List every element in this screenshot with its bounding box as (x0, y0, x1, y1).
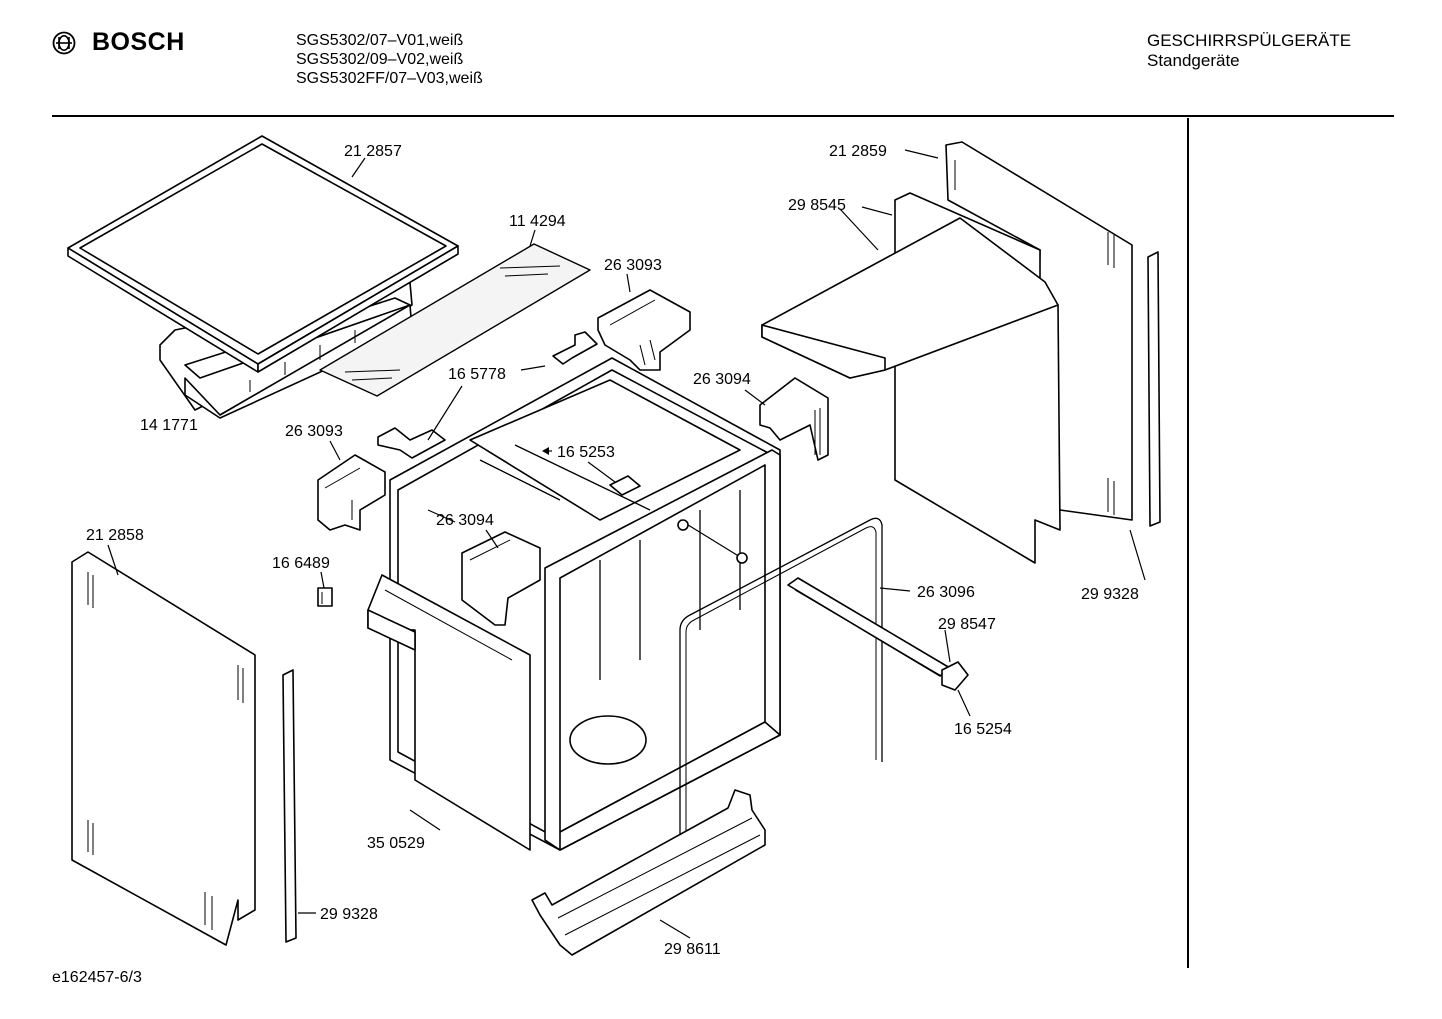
category-block: GESCHIRRSPÜLGERÄTE Standgeräte (1147, 31, 1351, 71)
part-label: 26 3096 (917, 584, 975, 601)
part-label: 29 8547 (938, 616, 996, 633)
part-plinth (531, 789, 766, 956)
part-labels: 21 2857 11 4294 26 3093 16 5778 14 1771 … (86, 143, 1139, 958)
part-label: 29 9328 (1081, 586, 1139, 603)
part-worktop-cover (67, 135, 459, 419)
part-label: 11 4294 (509, 213, 566, 230)
part-clip-small (317, 587, 333, 607)
part-mounting-plate-small (552, 331, 598, 365)
part-rail (787, 577, 969, 691)
brand-name: BOSCH (92, 28, 185, 56)
part-insulation-mat (319, 243, 591, 397)
part-label: 21 2859 (829, 143, 887, 160)
part-label: 21 2858 (86, 527, 144, 544)
part-door-seal (679, 517, 883, 878)
brand-header: BOSCH (52, 28, 185, 57)
model-line: SGS5302/07–V01,weiß (296, 32, 464, 49)
arrow-marker (542, 447, 549, 455)
part-label: 14 1771 (140, 417, 198, 434)
category-title: GESCHIRRSPÜLGERÄTE (1147, 31, 1352, 50)
part-label: 16 5778 (448, 366, 506, 383)
part-label: 35 0529 (367, 835, 425, 852)
model-list: SGS5302/07–V01,weiß SGS5302/09–V02,weiß … (296, 31, 483, 88)
part-label: 26 3094 (436, 512, 494, 529)
model-line: SGS5302/09–V02,weiß (296, 51, 464, 68)
part-label: 16 5254 (954, 721, 1012, 738)
part-label: 16 6489 (272, 555, 330, 572)
bosch-armature-logo-icon (52, 31, 76, 54)
model-line: SGS5302FF/07–V03,weiß (296, 70, 483, 87)
leader-lines (107, 149, 1146, 939)
part-label: 29 8545 (788, 197, 846, 214)
part-label: 29 9328 (320, 906, 378, 923)
part-label: 26 3093 (285, 423, 343, 440)
part-insulation-box (761, 192, 1061, 564)
part-bracket-left (317, 454, 386, 531)
part-strip-left (282, 669, 297, 943)
part-front-panel (367, 574, 531, 851)
part-label: 26 3093 (604, 257, 662, 274)
part-label: 29 8611 (664, 941, 721, 958)
category-subtitle: Standgeräte (1147, 51, 1240, 70)
part-bracket-right (759, 377, 829, 461)
part-label: 21 2857 (344, 143, 402, 160)
part-bracket-inner (461, 531, 541, 626)
part-label: 16 5253 (557, 444, 615, 461)
margin-divider (1187, 118, 1189, 968)
header-divider (52, 115, 1394, 117)
part-strip-right (1147, 251, 1161, 527)
document-id: e162457-6/3 (52, 969, 142, 986)
part-side-panel-left (71, 551, 256, 946)
part-label: 26 3094 (693, 371, 751, 388)
part-bracket-top (597, 289, 691, 371)
part-mounting-plate-lower (377, 427, 446, 459)
